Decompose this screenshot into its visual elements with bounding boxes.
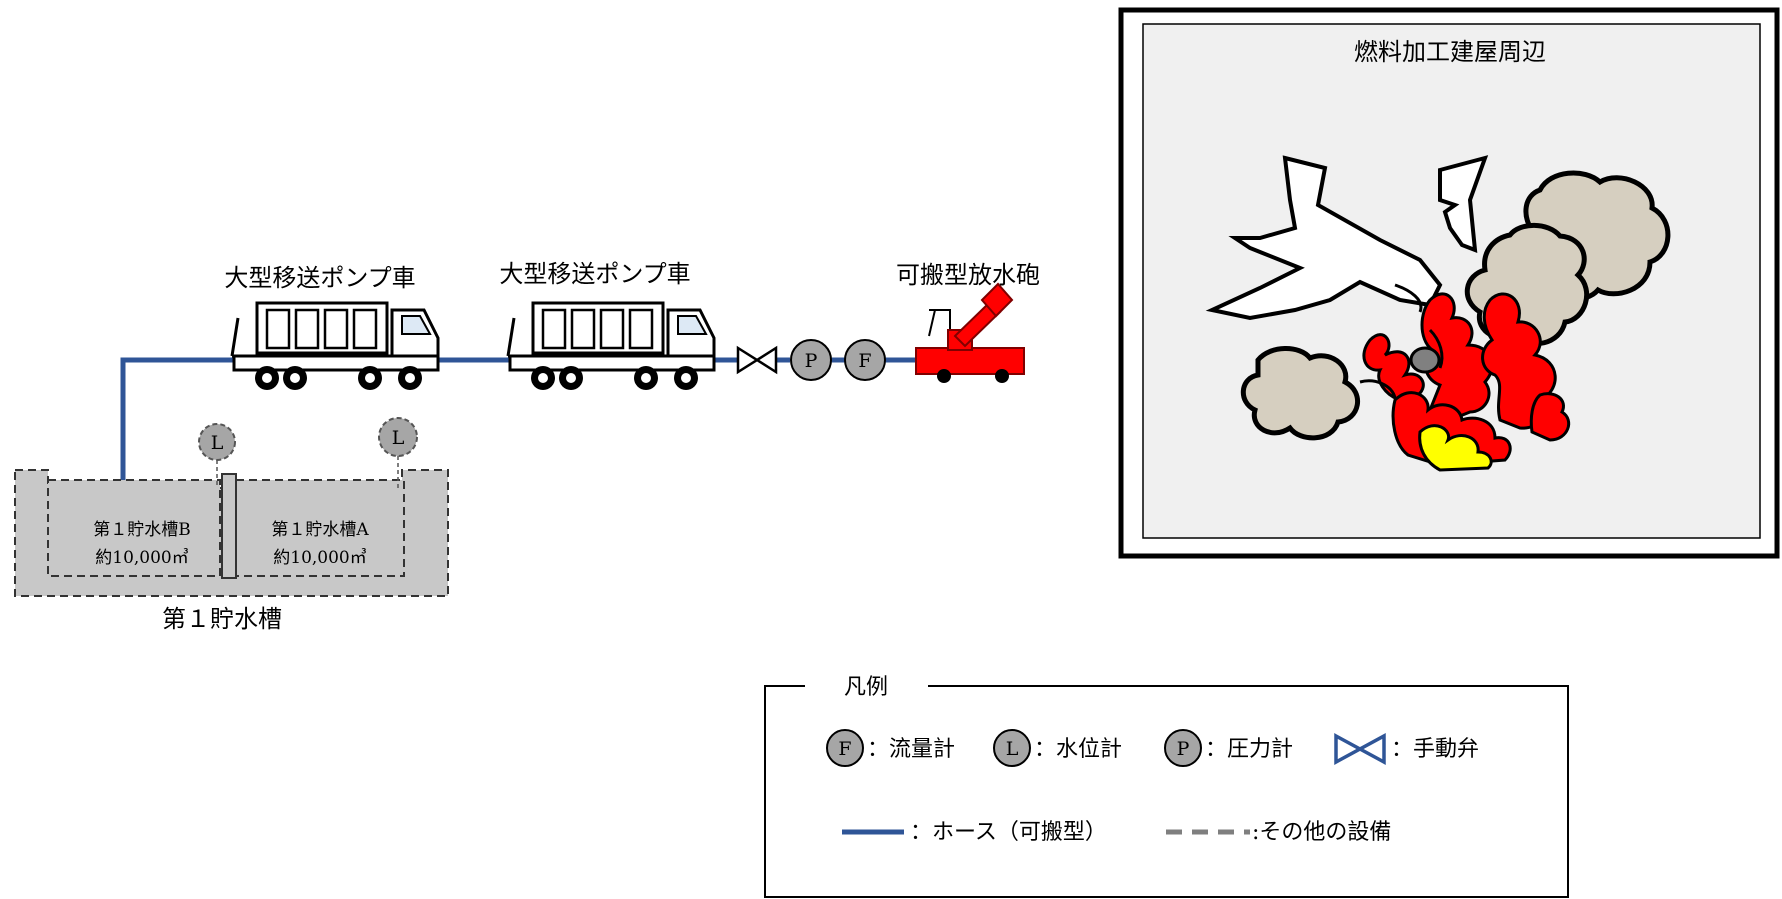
tank-a-name: 第１貯水槽A xyxy=(271,520,369,540)
legend-pressure-text: ：圧力計 xyxy=(1205,737,1293,762)
tank-a-volume: 約10,000㎥ xyxy=(273,548,366,568)
legend-pressure-letter: P xyxy=(1177,738,1190,760)
legend-flow-text: ：流量計 xyxy=(867,737,955,762)
legend-level-letter: L xyxy=(1006,738,1019,760)
water-cannon-icon xyxy=(915,282,1025,383)
fire-area-title: 燃料加工建屋周辺 xyxy=(1354,38,1546,66)
legend-valve-symbol xyxy=(1334,733,1386,765)
truck2-label: 大型移送ポンプ車 xyxy=(499,260,690,288)
fire-area-panel: 燃料加工建屋周辺 xyxy=(1118,7,1780,559)
pump-truck-icon xyxy=(230,301,440,390)
water-tank-group: 第１貯水槽B 約10,000㎥ 第１貯水槽A 約10,000㎥ 第１貯水槽 xyxy=(14,469,449,633)
aircraft-crash-fire-icon xyxy=(1205,155,1671,472)
tank-b-name: 第１貯水槽B xyxy=(93,520,191,540)
tank-b xyxy=(47,479,221,577)
legend-flow-letter: F xyxy=(838,738,851,760)
level-gauge-b-letter: L xyxy=(211,432,224,454)
level-gauge-a-letter: L xyxy=(392,427,405,449)
legend: 凡例 F ：流量計 L ：水位計 P ：圧力計 ：手動弁 ：ホース（可搬型） :… xyxy=(764,675,1569,898)
legend-flow-symbol xyxy=(826,729,864,767)
tank-b-volume: 約10,000㎥ xyxy=(95,548,188,568)
pressure-gauge-letter: P xyxy=(805,350,818,372)
tank-divider xyxy=(221,473,237,579)
cannon-label: 可搬型放水砲 xyxy=(896,261,1040,289)
legend-title: 凡例 xyxy=(844,675,888,700)
legend-level-symbol xyxy=(993,729,1031,767)
flow-meter-letter: F xyxy=(858,350,871,372)
legend-valve-text: ：手動弁 xyxy=(1391,737,1479,762)
pump-truck-icon xyxy=(506,301,716,390)
flow-meter: F xyxy=(844,339,886,381)
tank-a xyxy=(235,479,405,577)
pressure-gauge: P xyxy=(790,339,832,381)
legend-other-text: :その他の設備 xyxy=(1252,820,1391,845)
manual-valve-icon xyxy=(736,345,778,375)
legend-hose-text: ：ホース（可搬型） xyxy=(910,820,1107,845)
level-gauge-a: L xyxy=(378,417,418,488)
legend-pressure-symbol xyxy=(1164,729,1202,767)
legend-level-text: ：水位計 xyxy=(1034,737,1122,762)
level-gauge-b: L xyxy=(198,423,236,488)
tank-group-label: 第１貯水槽 xyxy=(162,605,282,633)
truck1-label: 大型移送ポンプ車 xyxy=(224,264,415,292)
